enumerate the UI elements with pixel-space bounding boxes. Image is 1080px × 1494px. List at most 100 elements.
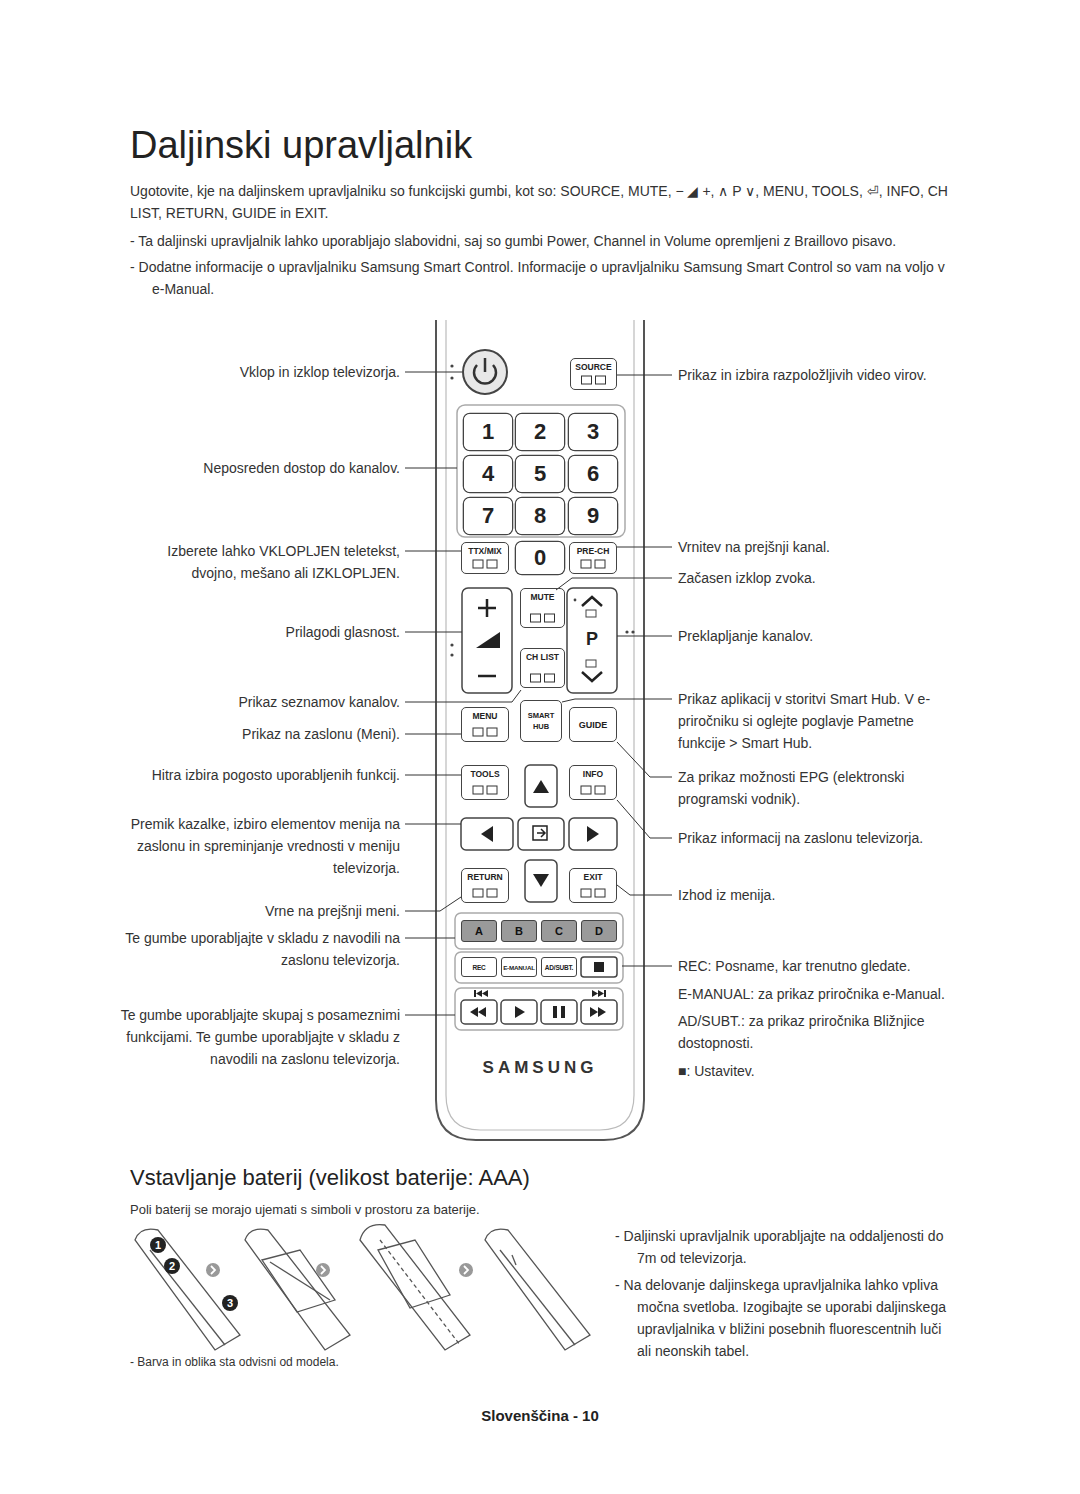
remote-body: SAMSUNGSOURCE123456789TTX/MIX0PRE-CHMUTE… xyxy=(435,320,645,1140)
callout-text: REC: Posname, kar trenutno gledate. xyxy=(678,955,978,977)
button-label: 3 xyxy=(587,419,599,445)
button-label: 1 xyxy=(482,419,494,445)
button-label: CH LIST xyxy=(526,652,559,662)
remote-button: 9 xyxy=(569,498,617,534)
remote-button: REC xyxy=(461,957,497,977)
button-label: 0 xyxy=(534,545,546,571)
button-label: P xyxy=(586,629,598,650)
callout-text: Prilagodi glasnost. xyxy=(130,621,400,643)
remote-button: EXIT xyxy=(569,868,617,903)
note-text: - Ta daljinski upravljalnik lahko uporab… xyxy=(130,230,950,252)
remote-button: 3 xyxy=(569,414,617,450)
remote-button: GUIDE xyxy=(569,707,617,742)
remote-button: 8 xyxy=(516,498,564,534)
button-label: SMART HUB xyxy=(521,710,561,732)
remote-button: SMART HUB xyxy=(520,700,562,742)
remote-button: 7 xyxy=(464,498,512,534)
button-icon xyxy=(487,728,497,736)
note-text: - Barva in oblika sta odvisni od modela. xyxy=(130,1352,550,1372)
button-label: TOOLS xyxy=(470,769,499,779)
button-label: 8 xyxy=(534,503,546,529)
button-icon xyxy=(595,560,605,568)
remote-button: INFO xyxy=(569,765,617,800)
remote-button: SOURCE xyxy=(570,358,617,390)
remote-button: CH LIST xyxy=(520,648,565,688)
callout-text: Premik kazalke, izbiro elementov menija … xyxy=(120,813,400,879)
note-text: - Dodatne informacije o upravljalniku Sa… xyxy=(130,256,950,300)
callout-text: Izberete lahko VKLOPLJEN teletekst, dvoj… xyxy=(125,540,400,584)
callout-text: Izhod iz menija. xyxy=(678,884,958,906)
remote-button: D xyxy=(581,920,617,942)
button-label: AD/SUBT. xyxy=(545,964,573,971)
button-label: MENU xyxy=(472,711,497,721)
callout-text: ■: Ustavitev. xyxy=(678,1060,878,1082)
remote-button: MENU xyxy=(461,707,509,742)
button-label: 6 xyxy=(587,461,599,487)
note-text: - Na delovanje daljinskega upravljalnika… xyxy=(615,1274,955,1362)
button-label: E-MANUAL xyxy=(503,964,535,971)
button-icon xyxy=(595,786,605,794)
callout-number: 2 xyxy=(164,1258,180,1274)
section-heading: Vstavljanje baterij (velikost baterije: … xyxy=(130,1163,780,1193)
remote-button: 4 xyxy=(464,456,512,492)
remote-button: 6 xyxy=(569,456,617,492)
callout-text: AD/SUBT.: za prikaz priročnika Bližnjice… xyxy=(678,1010,943,1054)
button-label: C xyxy=(555,925,563,937)
button-label: MUTE xyxy=(530,592,554,602)
button-label: 7 xyxy=(482,503,494,529)
button-label: TTX/MIX xyxy=(468,546,502,556)
button-label: PRE-CH xyxy=(577,546,610,556)
callout-text: Začasen izklop zvoka. xyxy=(678,567,958,589)
button-label: 5 xyxy=(534,461,546,487)
button-label: GUIDE xyxy=(579,720,608,730)
callout-text: Vklop in izklop televizorja. xyxy=(130,361,400,383)
page-title: Daljinski upravljalnik xyxy=(130,122,472,168)
remote-button: AD/SUBT. xyxy=(541,957,577,977)
button-icon xyxy=(581,889,591,897)
remote-button: 1 xyxy=(464,414,512,450)
remote-button: C xyxy=(541,920,577,942)
button-label: REC xyxy=(472,964,485,971)
page-number: Slovenščina - 10 xyxy=(430,1405,650,1427)
callout-text: Preklapljanje kanalov. xyxy=(678,625,958,647)
callout-text: E-MANUAL: za prikaz priročnika e-Manual. xyxy=(678,983,978,1005)
callout-text: Te gumbe uporabljajte v skladu z navodil… xyxy=(125,927,400,971)
remote-button: MUTE xyxy=(520,588,565,628)
note-text: Poli baterij se morajo ujemati s simboli… xyxy=(130,1200,930,1220)
button-icon xyxy=(596,376,606,384)
button-icon xyxy=(473,728,483,736)
button-icon xyxy=(473,889,483,897)
callout-text: Prikaz seznamov kanalov. xyxy=(130,691,400,713)
remote-button: A xyxy=(461,920,497,942)
button-icon xyxy=(487,560,497,568)
remote-button: TOOLS xyxy=(461,765,509,800)
button-label: RETURN xyxy=(467,872,502,882)
callout-number: 3 xyxy=(222,1295,238,1311)
note-text: - Daljinski upravljalnik uporabljajte na… xyxy=(615,1225,950,1269)
callout-text: Prikaz na zaslonu (Meni). xyxy=(130,723,400,745)
callout-text: Neposreden dostop do kanalov. xyxy=(130,457,400,479)
button-label: B xyxy=(515,925,523,937)
button-icon xyxy=(595,889,605,897)
callout-text: Te gumbe uporabljajte skupaj s posamezni… xyxy=(115,1004,400,1070)
remote-button: PRE-CH xyxy=(569,542,617,574)
button-icon xyxy=(487,889,497,897)
remote-button: 0 xyxy=(516,542,564,574)
callout-text: Hitra izbira pogosto uporabljenih funkci… xyxy=(90,764,400,786)
remote-button: 2 xyxy=(516,414,564,450)
button-label: EXIT xyxy=(584,872,603,882)
button-icon xyxy=(582,376,592,384)
button-label: 4 xyxy=(482,461,494,487)
button-icon xyxy=(531,614,541,622)
button-label: 9 xyxy=(587,503,599,529)
callout-number: 1 xyxy=(150,1237,166,1253)
button-label: 2 xyxy=(534,419,546,445)
remote-button: B xyxy=(501,920,537,942)
button-label: SOURCE xyxy=(575,362,611,372)
remote-button: 5 xyxy=(516,456,564,492)
button-icon xyxy=(581,560,591,568)
button-label: A xyxy=(475,925,483,937)
button-icon xyxy=(545,614,555,622)
callout-text: Prikaz aplikacij v storitvi Smart Hub. V… xyxy=(678,688,958,754)
